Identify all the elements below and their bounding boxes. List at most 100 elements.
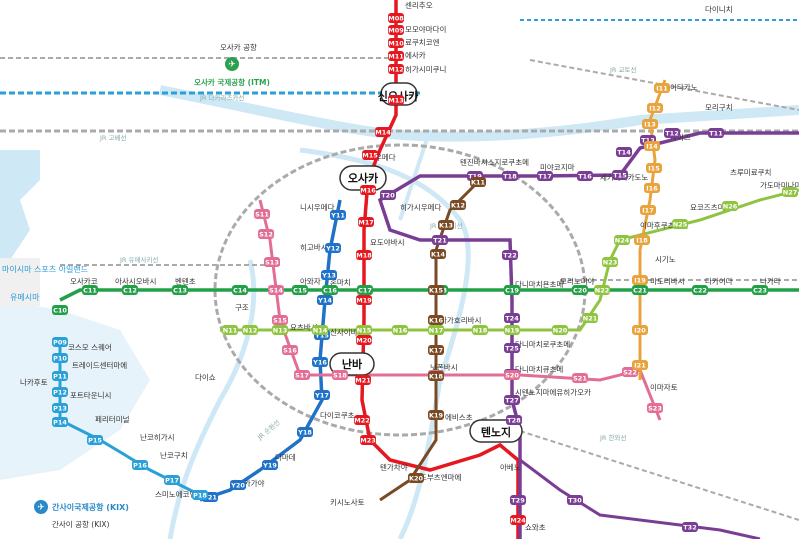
station-code-c22[interactable]: C22 [692, 285, 708, 295]
station-shitennoji[interactable]: 시텐노지마에유히가오카 [515, 387, 591, 397]
station-tanimachi9[interactable]: 다니마치큐초메 [515, 365, 563, 374]
station-code-p12[interactable]: P12 [52, 387, 68, 397]
station-code-n20[interactable]: N20 [552, 325, 568, 335]
station-code-k16[interactable]: K16 [428, 315, 444, 325]
station-code-i21[interactable]: I21 [632, 360, 648, 370]
station-code-c10[interactable]: C10 [52, 305, 68, 315]
station-code-t18[interactable]: T18 [502, 171, 518, 181]
station-code-m21[interactable]: M21 [355, 375, 371, 385]
station-code-m13[interactable]: M13 [388, 95, 404, 105]
station-code-t32[interactable]: T32 [682, 522, 698, 532]
itami-airport[interactable]: ✈ 오사카 국제공항 (ITM) 오사카 공항 [194, 43, 270, 87]
station-code-m20[interactable]: M20 [356, 335, 372, 345]
station-code-m10[interactable]: M10 [388, 38, 404, 48]
station-taisho[interactable]: 다이쇼 [195, 372, 216, 382]
station-code-k12[interactable]: K12 [450, 200, 466, 210]
station-code-m24[interactable]: M24 [510, 515, 526, 525]
station-code-i19[interactable]: I19 [632, 275, 648, 285]
station-code-c14[interactable]: C14 [232, 285, 248, 295]
kix-airport[interactable]: ✈ 간사이국제공항 (KIX) 간사이 공항 (KIX) [34, 500, 129, 529]
station-code-k20[interactable]: K20 [408, 473, 424, 483]
station-esaka[interactable]: 에사카 [405, 51, 426, 60]
station-code-c19[interactable]: C19 [504, 285, 520, 295]
station-midoribashi[interactable]: 미도리바시 [650, 276, 685, 286]
station-code-i16[interactable]: I16 [644, 183, 660, 193]
station-code-n16[interactable]: N16 [392, 325, 408, 335]
station-code-t17[interactable]: T17 [537, 171, 553, 181]
station-code-y16[interactable]: Y16 [312, 357, 328, 367]
station-code-t15[interactable]: T15 [612, 170, 628, 180]
station-osakako[interactable]: 오사카코 [70, 277, 98, 286]
station-code-m12[interactable]: M12 [388, 64, 404, 74]
station-tanimachi6[interactable]: 다니마치로쿠초메 [515, 340, 570, 349]
station-code-m09[interactable]: M09 [388, 25, 404, 35]
station-abeno[interactable]: 아베노 [500, 462, 521, 472]
station-yodoyabashi[interactable]: 요도야바시 [370, 237, 405, 247]
station-code-i20[interactable]: I20 [632, 325, 648, 335]
station-code-m17[interactable]: M17 [358, 217, 374, 227]
station-code-p10[interactable]: P10 [52, 353, 68, 363]
station-tamade[interactable]: 다마데 [275, 453, 296, 462]
station-umeda[interactable]: 우메다 [375, 153, 396, 162]
station-code-c15[interactable]: C15 [292, 285, 308, 295]
station-code-i15[interactable]: I15 [646, 163, 662, 173]
station-code-p13[interactable]: P13 [52, 403, 68, 413]
station-code-m18[interactable]: M18 [356, 250, 372, 260]
station-code-n12[interactable]: N12 [242, 325, 258, 335]
hub-namba[interactable]: 난바 [329, 352, 375, 376]
station-tenjimbashisuji[interactable]: 텐진바시스지로쿠초메 [460, 157, 529, 167]
station-code-m23[interactable]: M23 [360, 435, 376, 445]
station-code-c21[interactable]: C21 [632, 285, 648, 295]
station-nanko-guchi[interactable]: 난코구치 [160, 451, 188, 460]
station-code-t30[interactable]: T30 [567, 495, 583, 505]
station-code-s16[interactable]: S16 [282, 345, 298, 355]
station-code-i12[interactable]: I12 [647, 103, 663, 113]
station-code-y19[interactable]: Y19 [262, 460, 278, 470]
station-shigino[interactable]: 시기노 [655, 255, 676, 264]
station-awaza[interactable]: 아와자 [300, 276, 321, 286]
station-itakano[interactable]: 이타카노 [670, 82, 698, 92]
station-cosmosquare[interactable]: 코스모 스퀘어 [68, 342, 112, 352]
station-code-k17[interactable]: K17 [428, 345, 444, 355]
station-senri-chuo[interactable]: 센리추오 [405, 0, 433, 10]
station-code-i11[interactable]: I11 [654, 83, 670, 93]
station-code-y20[interactable]: Y20 [230, 480, 246, 490]
station-morinomiya[interactable]: 모리노미야 [560, 276, 595, 286]
station-momoyamadai[interactable]: 모모야마다이 [405, 24, 446, 34]
station-code-n26[interactable]: N26 [722, 201, 738, 211]
station-higashiumeda[interactable]: 히가시우메다 [400, 202, 441, 212]
station-miyakojima[interactable]: 미야코지마 [540, 162, 575, 172]
station-code-y14[interactable]: Y14 [317, 295, 333, 305]
station-code-t28[interactable]: T28 [506, 415, 522, 425]
station-code-t14[interactable]: T14 [616, 147, 632, 157]
hub-tennoji[interactable]: 텐노지 [469, 419, 523, 443]
station-code-n18[interactable]: N18 [472, 325, 488, 335]
station-dainichi[interactable]: 다이니치 [705, 4, 733, 14]
station-code-s20[interactable]: S20 [504, 370, 520, 380]
station-code-s17[interactable]: S17 [294, 370, 310, 380]
station-shinsaibashi[interactable]: 신사이바시 [330, 327, 365, 337]
station-code-s13[interactable]: S13 [264, 257, 280, 267]
station-code-k19[interactable]: K19 [428, 410, 444, 420]
station-code-n13[interactable]: N13 [272, 325, 288, 335]
station-kadomaminami[interactable]: 가도마미나미 [760, 181, 799, 190]
station-code-m15[interactable]: M15 [362, 150, 378, 160]
station-code-m14[interactable]: M14 [375, 127, 391, 137]
station-honmachi[interactable]: 혼마치 [330, 277, 351, 287]
station-tengachaya[interactable]: 텐가차야 [380, 462, 408, 472]
station-code-s18[interactable]: S18 [332, 370, 348, 380]
station-code-n17[interactable]: N17 [428, 325, 444, 335]
station-code-n15[interactable]: N15 [356, 325, 372, 335]
station-code-p18[interactable]: P18 [192, 490, 208, 500]
station-trade-center[interactable]: 트레이드센터마에 [72, 360, 127, 370]
station-kujo[interactable]: 구조 [235, 303, 249, 312]
station-ryokuchi-koen[interactable]: 료쿠치코엔 [405, 37, 440, 47]
station-code-n25[interactable]: N25 [672, 219, 688, 229]
station-code-t16[interactable]: T16 [577, 171, 593, 181]
station-higashi-mikuni[interactable]: 히가시미쿠니 [405, 64, 446, 74]
station-code-s11[interactable]: S11 [254, 209, 270, 219]
station-code-k11[interactable]: K11 [470, 177, 486, 187]
station-code-i17[interactable]: I17 [640, 205, 656, 215]
station-code-t20[interactable]: T20 [380, 190, 396, 200]
station-code-s12[interactable]: S12 [258, 229, 274, 239]
